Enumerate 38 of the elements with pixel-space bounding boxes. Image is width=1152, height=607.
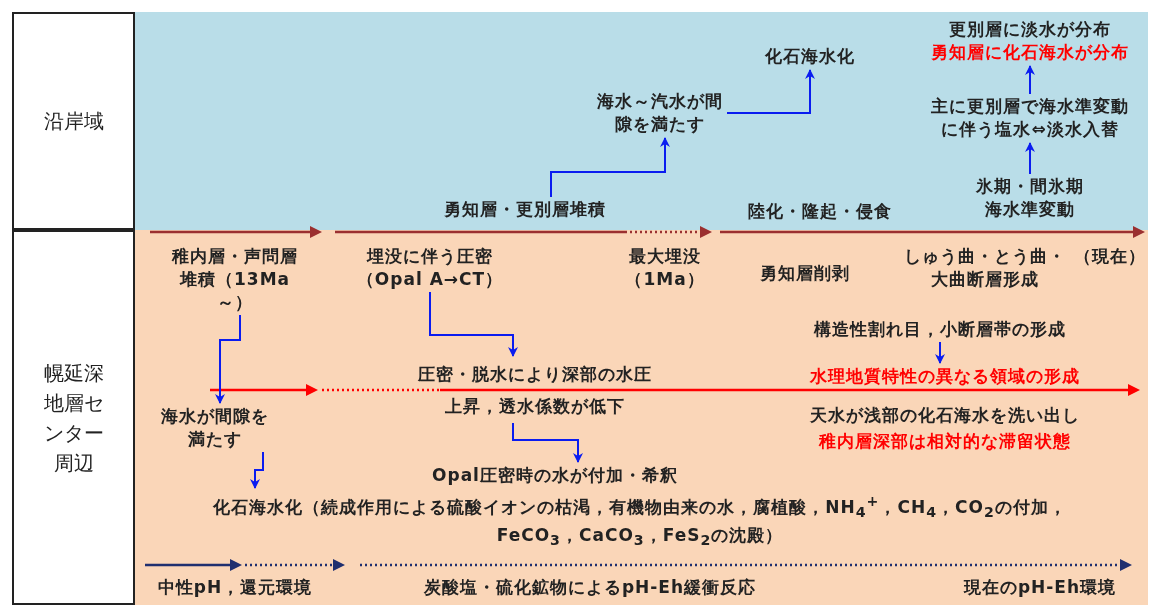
note-text: 最大埋没（1Ma） [624, 245, 706, 291]
note-text: 勇知層削剥 [759, 262, 851, 285]
note-text: 中性pH，還元環境 [156, 576, 314, 599]
annotation-text: 化石海水化（続成作用による硫酸イオンの枯渇，有機物由来の水，腐植酸，NH$_{4}$$^{+}$，CH$_{4}$，CO$_{2}$の付加，FeCO$_{3}$，CaCO$_{3}$，FeS$_{2}$の沈殿） [212, 492, 1068, 551]
note-text: （現在） [1073, 245, 1147, 268]
arrow [250, 451, 264, 489]
arrow [726, 69, 815, 114]
arrow [512, 422, 583, 463]
annotation-text: 構造性割れ目，小断層帯の形成 [813, 318, 1067, 341]
annotation-text: 主に更別層で海水準変動に伴う塩水⇔淡水入替 [930, 95, 1130, 141]
note-text: 陸化・隆起・侵食 [747, 200, 893, 223]
annotation-text: 更別層に淡水が分布 [948, 18, 1112, 41]
row-header-cell [12, 230, 135, 605]
arrow [935, 341, 945, 364]
note-text: 現在のpH-Eh環境 [962, 576, 1118, 599]
annotation-text: 勇知層に化石海水が分布 [930, 41, 1130, 64]
annotation-text: 化石海水化 [764, 45, 856, 68]
arrow [215, 314, 241, 404]
note-text: 稚内層深部は相対的な滞留状態 [817, 430, 1072, 453]
arrow [1025, 65, 1035, 95]
annotation-text: 氷期・間氷期海水準変動 [975, 175, 1085, 221]
annotation-text: 水理地質特性の異なる領域の形成 [809, 365, 1081, 388]
annotation-text: 海水が間隙を満たす [160, 405, 270, 451]
annotation-text: 稚内層・声問層堆積（13Ma～） [170, 245, 299, 314]
arrow [429, 291, 518, 357]
annotation-text: 埋没に伴う圧密（Opal A→CT） [355, 245, 505, 291]
row-header-label: 沿岸域 [42, 108, 105, 135]
annotation-text: Opal圧密時の水が付加・希釈 [431, 464, 679, 487]
arrow [1025, 142, 1035, 175]
note-text: 炭酸塩・硫化鉱物によるpH-Eh緩衝反応 [422, 576, 758, 599]
arrow [550, 137, 670, 198]
annotation-text: 圧密・脱水により深部の水圧上昇，透水係数が低下 [417, 363, 653, 418]
row-header-cell [12, 12, 135, 230]
note-text: しゅう曲・とう曲・大曲断層形成 [903, 245, 1067, 291]
row-header-label: 幌延深地層センター周辺 [42, 359, 105, 477]
note-text: 天水が浅部の化石海水を洗い出し [809, 404, 1081, 427]
annotation-text: 海水～汽水が間隙を満たす [596, 90, 724, 136]
annotation-text: 勇知層・更別層堆積 [443, 198, 607, 221]
